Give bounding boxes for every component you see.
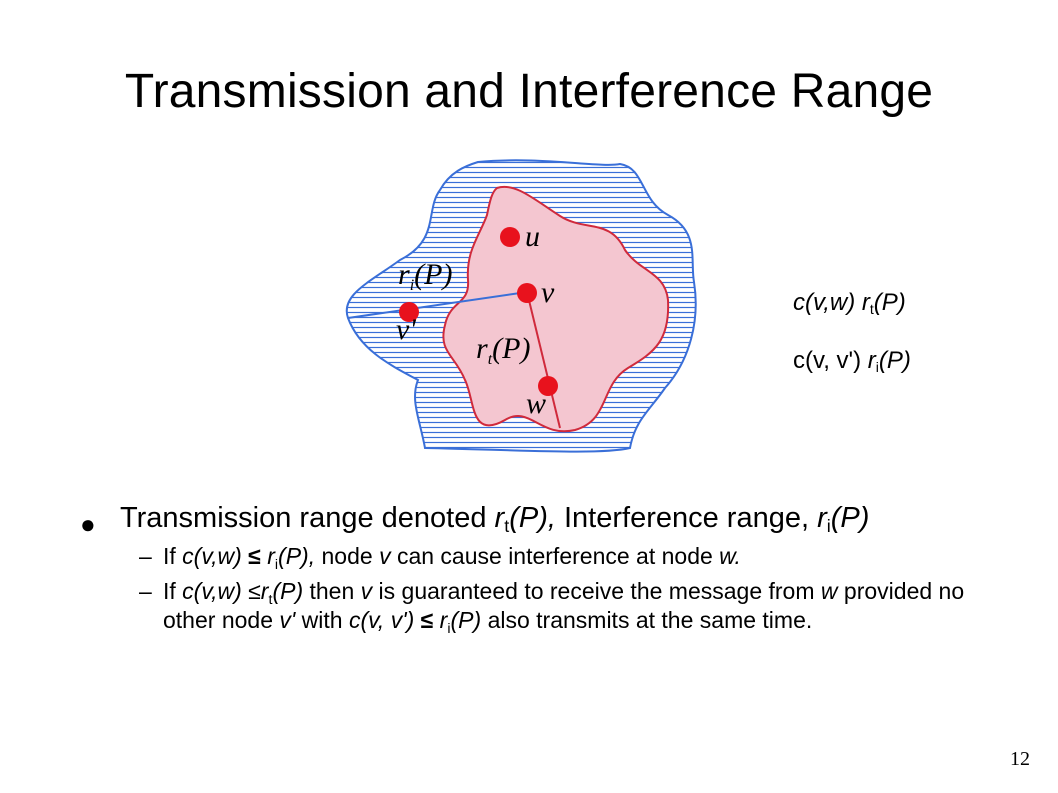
- transmission-region: [442, 185, 670, 433]
- formula-interference: c(v, v') ri(P): [793, 347, 911, 375]
- slide-title: Transmission and Interference Range: [124, 65, 934, 118]
- edge-v-vprime: [347, 291, 528, 319]
- node-v: [517, 283, 537, 303]
- label-u: u: [525, 220, 540, 253]
- sub-bullet-transmission: – If c(v,w) ≤rt(P) then v is guaranteed …: [139, 578, 965, 637]
- formula-transmission: c(v,w) rt(P): [793, 289, 906, 317]
- label-v-prime: v': [396, 313, 416, 346]
- label-w: w: [526, 387, 546, 420]
- edge-v-w: [526, 291, 561, 429]
- label-transmission-range: rt(P): [476, 332, 530, 368]
- slide-body: ● Transmission range denoted rt(P), Inte…: [80, 500, 1010, 637]
- node-w: [538, 376, 558, 396]
- label-interference-range: ri(P): [398, 258, 452, 294]
- node-u: [500, 227, 520, 247]
- node-v-prime: [399, 302, 419, 322]
- sub-bullet-interference: – If c(v,w) ≤ ri(P), node v can cause in…: [139, 543, 741, 573]
- bullet-dot: ●: [80, 509, 96, 539]
- page-number: 12: [1010, 748, 1030, 770]
- bullet-main: ● Transmission range denoted rt(P), Inte…: [80, 500, 1010, 539]
- label-v: v: [541, 276, 555, 309]
